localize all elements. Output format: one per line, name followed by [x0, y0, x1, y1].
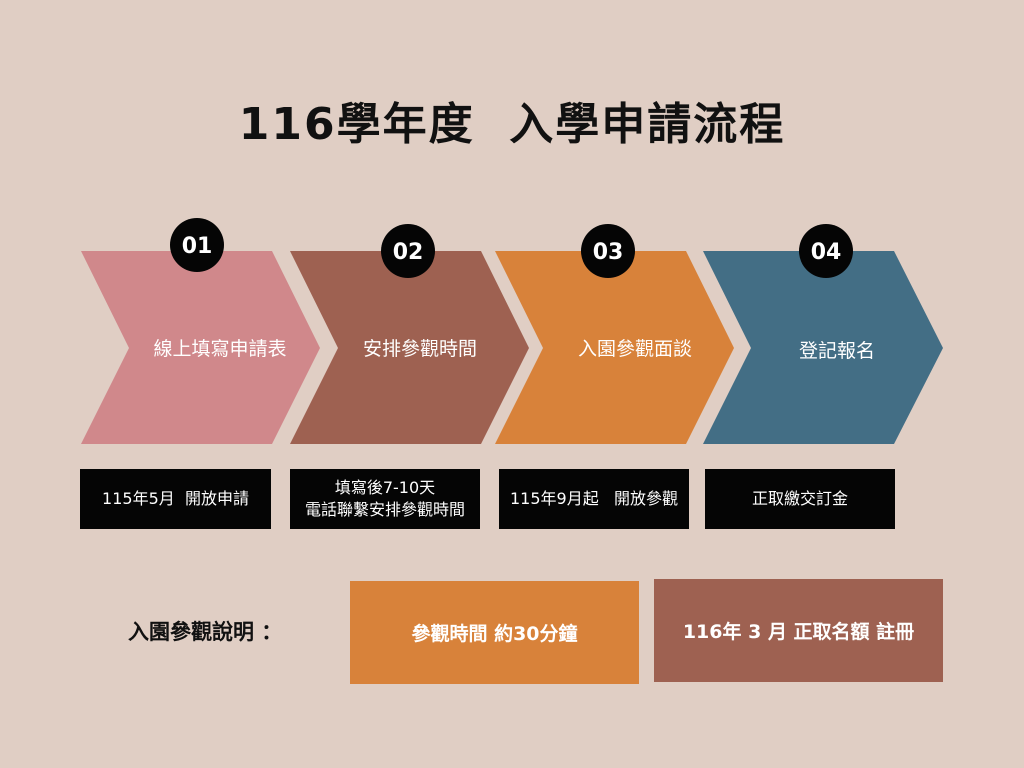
step-1-note: 115年5月 開放申請 — [80, 469, 271, 529]
step-4-note-line: 正取繳交訂金 — [751, 489, 848, 508]
step-4-label: 登記報名 — [799, 340, 875, 362]
step-3-arrow — [495, 251, 734, 444]
step-2-label: 安排參觀時間 — [363, 338, 477, 360]
step-1-note-line: 115年5月 開放申請 — [102, 489, 249, 508]
step-1-label: 線上填寫申請表 — [153, 338, 286, 360]
step-3-note: 115年9月起 開放參觀 — [499, 469, 689, 529]
visit-duration-text: 參觀時間 約30分鐘 — [411, 623, 578, 645]
step-2-note-line-2: 電話聯繫安排參觀時間 — [304, 500, 465, 519]
step-4-badge — [799, 224, 853, 278]
step-1-arrow — [81, 251, 320, 444]
step-4-number: 04 — [811, 240, 842, 265]
step-2-arrow — [290, 251, 529, 444]
visit-duration-box: 參觀時間 約30分鐘 — [350, 581, 639, 684]
step-1-badge — [170, 218, 224, 272]
step-4-note: 正取繳交訂金 — [705, 469, 895, 529]
step-3-label: 入園參觀面談 — [578, 338, 692, 360]
page-title: 116學年度 入學申請流程 — [238, 99, 786, 150]
registration-box: 116年 3 月 正取名額 註冊 — [654, 579, 943, 682]
registration-text: 116年 3 月 正取名額 註冊 — [682, 621, 915, 643]
step-1-number: 01 — [182, 234, 213, 259]
step-3-badge — [581, 224, 635, 278]
step-2-number: 02 — [393, 240, 424, 265]
step-3-number: 03 — [593, 240, 624, 265]
step-2-note-line-1: 填寫後7-10天 — [334, 478, 436, 497]
step-2-badge — [381, 224, 435, 278]
step-3-note-line: 115年9月起 開放參觀 — [510, 489, 678, 508]
step-4-arrow — [703, 251, 943, 444]
visit-info-label: 入園參觀說明 ： — [128, 620, 283, 644]
step-2-note: 填寫後7-10天 電話聯繫安排參觀時間 — [290, 469, 480, 529]
